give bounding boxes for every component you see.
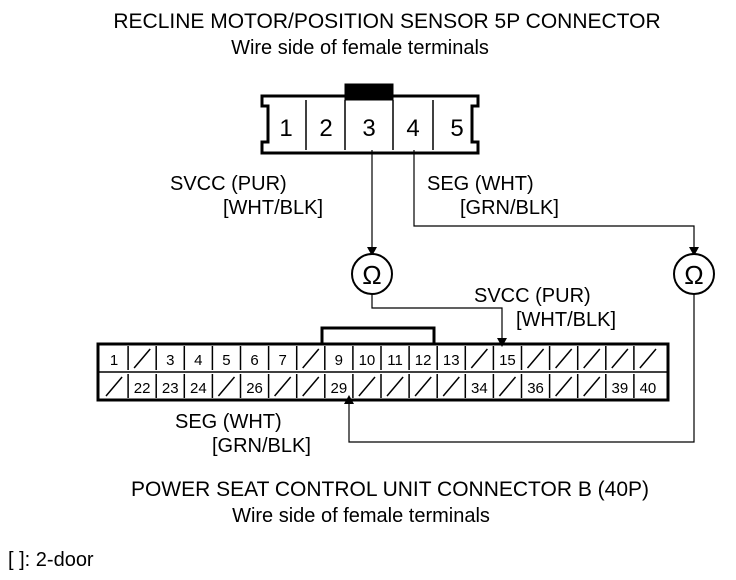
pin-number: 9	[335, 352, 343, 369]
seg-top-label: SEG (WHT)	[427, 173, 534, 195]
pin-number: 24	[190, 380, 207, 397]
meter-circle	[673, 253, 715, 295]
bottom-connector	[96, 326, 670, 402]
empty-cavity-slash	[583, 376, 601, 397]
empty-cavity-slash	[555, 376, 573, 397]
connector-lock-tab	[344, 83, 394, 101]
test-leads	[348, 150, 695, 443]
pin-number: 34	[471, 380, 488, 397]
footnote: [ ]: 2-door	[8, 549, 94, 571]
ohm-icon: Ω	[362, 260, 381, 290]
svcc-top-label: SVCC (PUR)	[170, 173, 287, 195]
svcc-bottom-label: SVCC (PUR)	[474, 285, 591, 307]
empty-cavity-slash	[611, 348, 629, 369]
bottom-connector-subtitle: Wire side of female terminals	[232, 505, 490, 527]
empty-cavity-slash	[302, 376, 320, 397]
pin-number: 6	[250, 352, 258, 369]
ohmmeter-1: Ω	[351, 253, 393, 295]
top-pin-2: 2	[319, 115, 332, 142]
lead-pin4-to-meter2	[413, 150, 695, 252]
seg-bottom-2door-label: [GRN/BLK]	[212, 435, 311, 457]
pin-number: 23	[162, 380, 179, 397]
bottom-connector-title: POWER SEAT CONTROL UNIT CONNECTOR B (40P…	[131, 478, 649, 501]
empty-cavity-slash	[274, 376, 292, 397]
pin-number: 13	[443, 352, 460, 369]
seg-bottom-label: SEG (WHT)	[175, 411, 282, 433]
bottom-connector-lock	[320, 326, 436, 344]
empty-cavity-slash	[217, 376, 236, 397]
empty-cavity-slash	[442, 376, 460, 397]
empty-cavity-slash	[386, 376, 404, 397]
meter-circle	[351, 253, 393, 295]
top-pin-1: 1	[279, 115, 292, 142]
top-pin-4: 4	[406, 115, 419, 142]
empty-cavity-slash	[555, 348, 573, 369]
pin-number: 4	[194, 352, 202, 369]
top-connector-title: RECLINE MOTOR/POSITION SENSOR 5P CONNECT…	[113, 10, 660, 33]
pin-number: 5	[222, 352, 230, 369]
arrowhead	[367, 247, 377, 256]
top-pin-5: 5	[450, 115, 463, 142]
empty-cavity-slash	[470, 348, 488, 369]
seg-top-2door-label: [GRN/BLK]	[460, 197, 559, 219]
pin-number: 12	[415, 352, 432, 369]
empty-cavity-slash	[105, 376, 123, 397]
empty-cavity-slash	[133, 348, 151, 369]
pin-number: 10	[359, 352, 376, 369]
empty-cavity-slash	[358, 376, 376, 397]
pin-number: 7	[278, 352, 286, 369]
pin-number: 40	[640, 380, 657, 397]
lead-meter1-to-pin15	[371, 294, 503, 343]
pin-number: 26	[246, 380, 263, 397]
empty-cavity-slash	[498, 376, 517, 397]
svcc-bottom-2door-label: [WHT/BLK]	[516, 309, 616, 331]
pin-number: 39	[612, 380, 629, 397]
pin-number: 3	[166, 352, 174, 369]
top-pin-3: 3	[362, 115, 375, 142]
lead-arrowheads	[344, 247, 699, 404]
pin-number: 11	[387, 352, 403, 369]
pin-number: 29	[331, 380, 348, 397]
empty-cavity-slash	[583, 348, 601, 369]
top-connector	[260, 83, 480, 155]
ohmmeter-2: Ω	[673, 253, 715, 295]
pin-number: 36	[527, 380, 544, 397]
top-connector-subtitle: Wire side of female terminals	[231, 37, 489, 59]
empty-cavity-slash	[414, 376, 432, 397]
pin-number: 22	[134, 380, 151, 397]
arrowhead	[689, 247, 699, 256]
empty-cavity-slash	[639, 348, 657, 369]
pin-number: 1	[110, 352, 118, 369]
ohm-icon: Ω	[684, 260, 703, 290]
empty-cavity-slash	[526, 348, 545, 369]
top-connector-housing	[260, 94, 480, 155]
lead-meter2-to-pin29	[348, 294, 695, 443]
pin-number: 15	[499, 352, 516, 369]
empty-cavity-slash	[302, 348, 320, 369]
svcc-top-2door-label: [WHT/BLK]	[223, 197, 323, 219]
